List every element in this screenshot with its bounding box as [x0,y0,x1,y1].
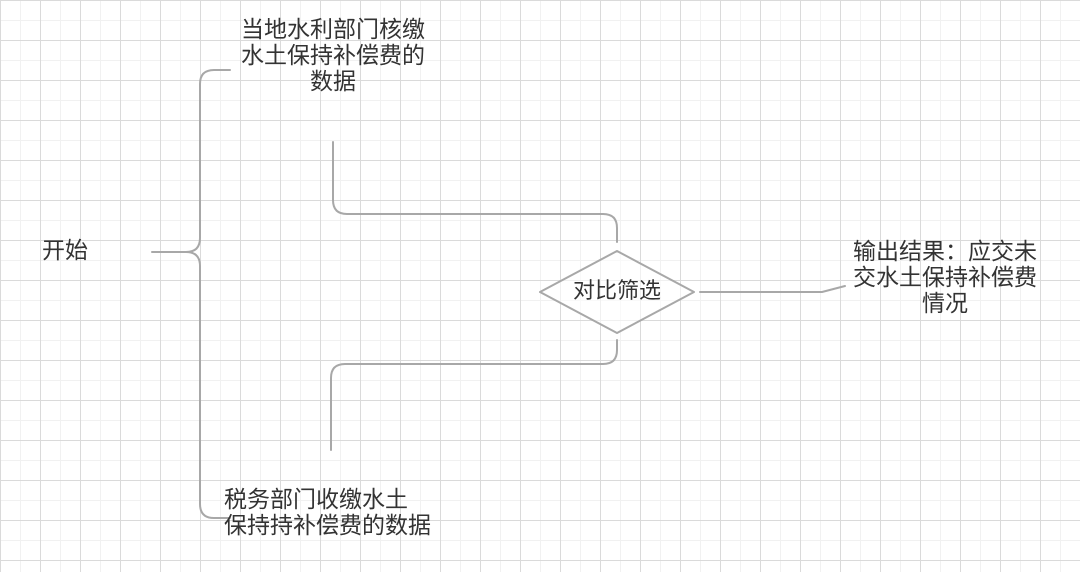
water-dept-text-line-3: 数据 [310,69,356,95]
output-node: 输出结果：应交未 交水土保持补偿费 情况 [832,239,1058,317]
tax-dept-connector [330,339,618,451]
start-text: 开始 [42,238,88,264]
water-dept-text-line-2: 水土保持补偿费的 [241,43,425,69]
tax-dept-data-node: 税务部门收缴水土 保持持补偿费的数据 [224,487,431,539]
water-dept-connector [332,141,618,243]
water-dept-data-node: 当地水利部门核缴 水土保持补偿费的 数据 [222,17,444,95]
water-dept-text-line-1: 当地水利部门核缴 [241,17,425,43]
output-text-line-3: 情况 [922,291,968,317]
compare-text: 对比筛选 [572,279,661,304]
compare-node: 对比筛选 [542,279,692,305]
start-node: 开始 [42,238,88,264]
output-text-line-2: 交水土保持补偿费 [853,265,1037,291]
compare-diamond [539,250,695,334]
output-text-line-1: 输出结果：应交未 [853,239,1037,265]
start-connector [151,69,231,253]
output-connector [699,285,846,293]
tax-dept-text-line-2: 保持持补偿费的数据 [224,513,431,539]
tax-dept-text-line-1: 税务部门收缴水土 [224,487,408,513]
start-connector-lower [185,251,231,519]
